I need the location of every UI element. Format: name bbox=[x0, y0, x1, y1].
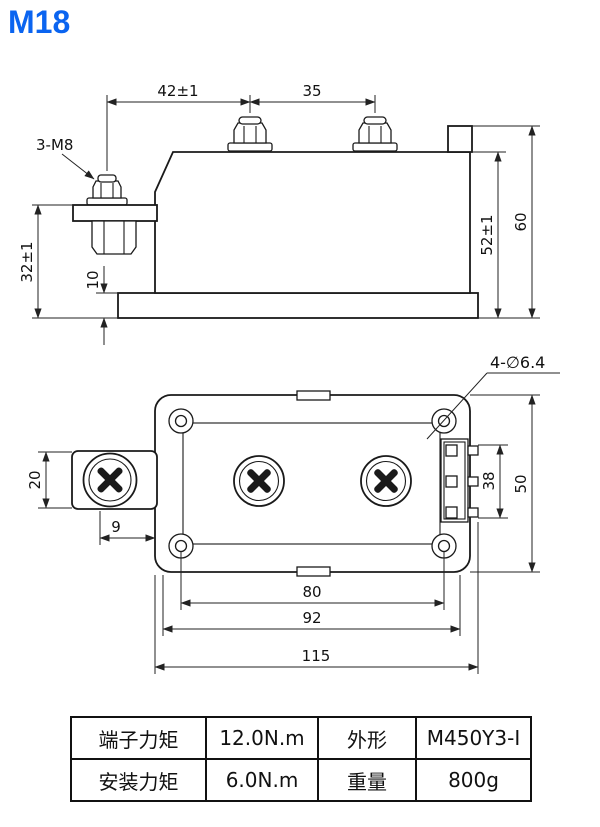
table-cell-terminal-torque-label: 端子力矩 bbox=[70, 716, 207, 760]
table-cell-terminal-torque-value: 12.0N.m bbox=[205, 716, 319, 760]
dim-32: 32±1 bbox=[18, 241, 36, 282]
thread-callout: 3-M8 bbox=[36, 136, 95, 180]
dim-50: 50 bbox=[512, 474, 530, 493]
side-bolt-right bbox=[352, 116, 398, 152]
dim-38: 38 bbox=[480, 471, 498, 490]
table-cell-weight-label: 重量 bbox=[317, 758, 417, 802]
dim-80: 80 bbox=[302, 583, 321, 601]
connector-pin bbox=[467, 445, 479, 456]
top-tab bbox=[296, 390, 331, 401]
dim-38-group: 38 bbox=[478, 444, 508, 519]
side-terminal-plate bbox=[72, 204, 158, 222]
connector-pin bbox=[467, 476, 479, 487]
table-row: 端子力矩 12.0N.m 外形 M450Y3-I bbox=[70, 716, 532, 760]
side-bolt-left bbox=[227, 116, 273, 152]
top-inner-rect bbox=[182, 422, 441, 545]
side-baseplate bbox=[117, 292, 479, 319]
terminal-screw-2 bbox=[360, 455, 412, 507]
dim-115: 115 bbox=[302, 647, 331, 665]
table-cell-outline-label: 外形 bbox=[317, 716, 417, 760]
dim-top-group: 42±1 35 bbox=[106, 82, 376, 171]
terminal-screw-1 bbox=[233, 455, 285, 507]
thread-label: 3-M8 bbox=[36, 136, 73, 154]
dim-9: 9 bbox=[111, 518, 121, 536]
dim-9-group: 9 bbox=[99, 511, 156, 545]
dim-35: 35 bbox=[302, 82, 321, 100]
dim-52: 52±1 bbox=[478, 214, 496, 255]
top-terminal-lug bbox=[71, 450, 158, 510]
dim-50-group: 50 bbox=[470, 394, 540, 573]
spec-table: 端子力矩 12.0N.m 外形 M450Y3-I 安装力矩 6.0N.m 重量 … bbox=[70, 716, 532, 802]
hole-callout: 4-∅6.4 bbox=[426, 353, 560, 440]
table-cell-mounting-torque-value: 6.0N.m bbox=[205, 758, 319, 802]
connector bbox=[440, 438, 479, 523]
technical-drawing: 42±1 35 3-M8 32±1 10 bbox=[18, 82, 560, 674]
dim-10-group: 10 bbox=[84, 266, 118, 345]
dim-10: 10 bbox=[84, 270, 102, 289]
bottom-tab bbox=[296, 566, 331, 577]
side-terminal bbox=[72, 174, 158, 255]
dim-right-group: 52±1 60 bbox=[470, 125, 540, 319]
dim-42: 42±1 bbox=[157, 82, 198, 100]
side-connector-tab bbox=[447, 125, 473, 153]
page-title: M18 bbox=[8, 4, 71, 40]
table-cell-mounting-torque-label: 安装力矩 bbox=[70, 758, 207, 802]
dim-20: 20 bbox=[26, 470, 44, 489]
connector-pin bbox=[467, 507, 479, 518]
side-view: 42±1 35 3-M8 32±1 10 bbox=[18, 82, 540, 345]
table-cell-weight-value: 800g bbox=[415, 758, 532, 802]
table-cell-outline-value: M450Y3-I bbox=[415, 716, 532, 760]
hole-label: 4-∅6.4 bbox=[490, 353, 545, 372]
dim-bottom-group: 80 92 115 bbox=[154, 522, 479, 674]
side-terminal-nut bbox=[91, 220, 137, 255]
dim-60: 60 bbox=[512, 212, 530, 231]
table-row: 安装力矩 6.0N.m 重量 800g bbox=[70, 758, 532, 802]
top-body bbox=[154, 394, 471, 573]
dim-20-group: 20 bbox=[26, 451, 72, 509]
side-body bbox=[154, 151, 471, 294]
mounting-holes bbox=[168, 408, 457, 559]
dim-92: 92 bbox=[302, 609, 321, 627]
top-view: 4-∅6.4 20 9 38 bbox=[26, 353, 560, 674]
